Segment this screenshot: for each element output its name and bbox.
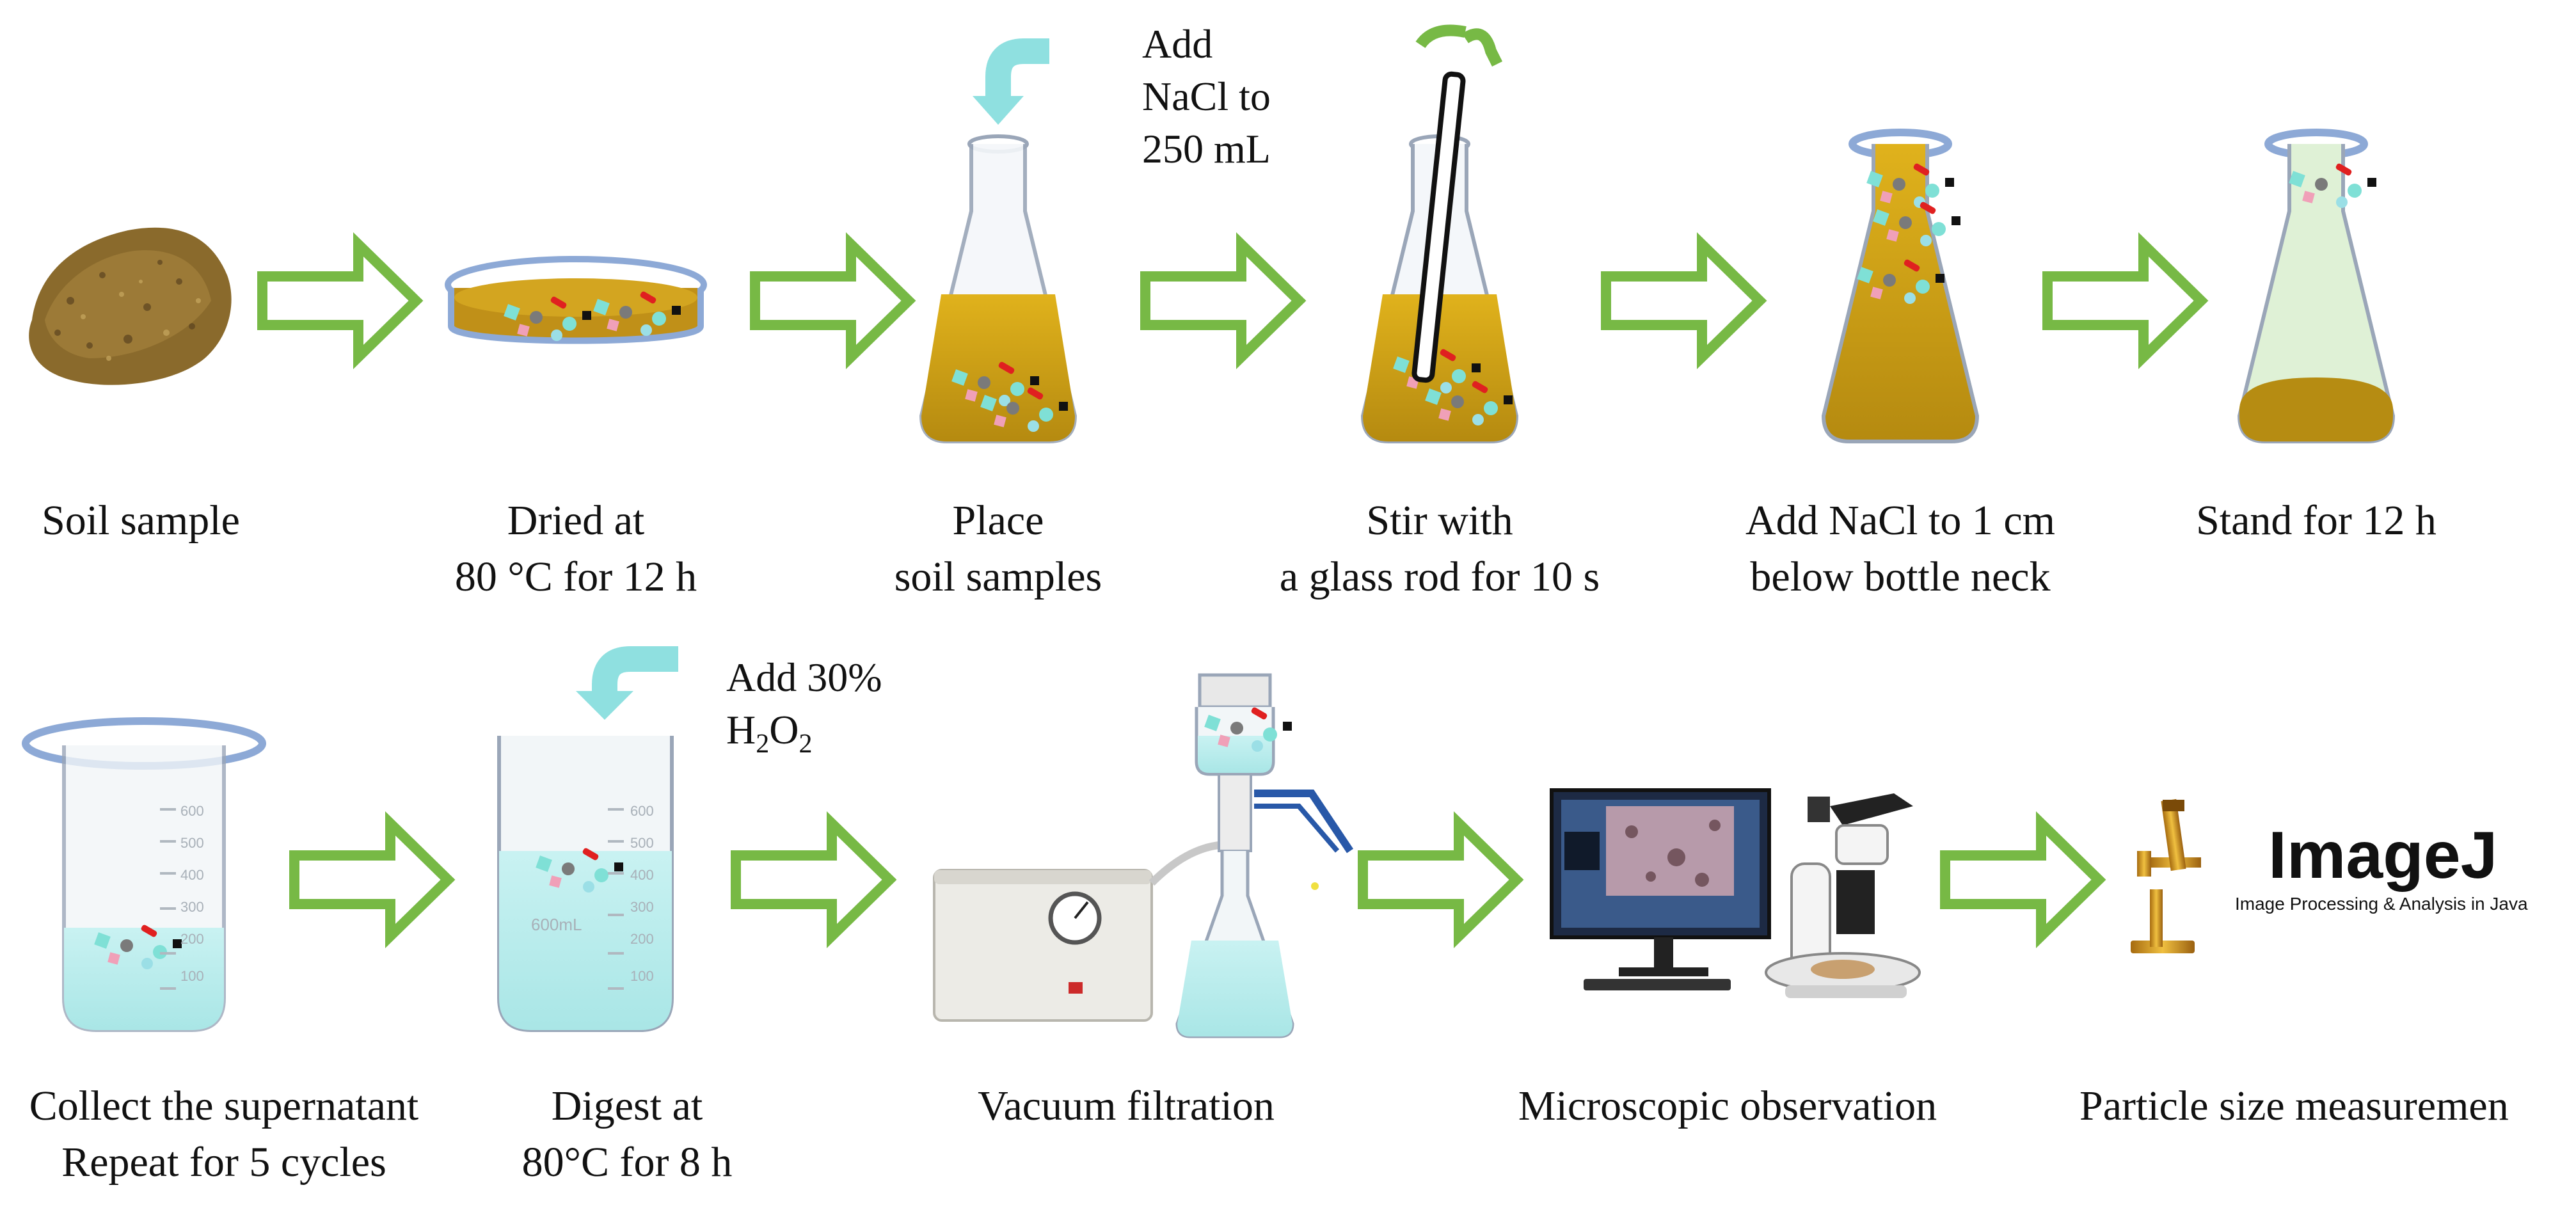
flow-arrow-7 bbox=[736, 823, 889, 936]
step-label-vacuum-filtration: Vacuum filtration bbox=[978, 1083, 1275, 1129]
microscope-computer-image bbox=[1550, 788, 1921, 998]
flow-arrow-9 bbox=[1945, 823, 2099, 936]
step-label-dried: Dried at 80 °C for 12 h bbox=[454, 497, 697, 600]
flow-arrow-6 bbox=[294, 823, 448, 936]
step-label-add-nacl-neck: Add NaCl to 1 cm below bottle neck bbox=[1745, 497, 2055, 600]
beaker-supernatant-image bbox=[22, 717, 266, 1032]
flow-arrow-1 bbox=[262, 244, 416, 357]
flow-arrow-8 bbox=[1363, 823, 1516, 936]
petri-dish-image bbox=[445, 256, 707, 344]
note-add-h2o2: Add 30% H2O2 bbox=[726, 651, 882, 770]
step-label-collect-supernatant: Collect the supernatant Repeat for 5 cyc… bbox=[29, 1083, 419, 1186]
step-label-digest: Digest at 80°C for 8 h bbox=[521, 1083, 733, 1186]
step-label-stand: Stand for 12 h bbox=[2196, 497, 2437, 544]
step-label-particle-size: Particle size measuremen bbox=[2079, 1083, 2509, 1129]
imagej-logo-subtitle: Image Processing & Analysis in Java bbox=[2235, 894, 2528, 914]
flask-stand-image bbox=[2237, 129, 2396, 443]
flow-arrow-3 bbox=[1145, 244, 1299, 357]
soil-pile-image bbox=[29, 227, 232, 385]
microscope-icon bbox=[2131, 798, 2201, 953]
flask-stir-image bbox=[1360, 24, 1519, 443]
flask-nacl-neck-image bbox=[1821, 129, 1980, 443]
flow-arrow-2 bbox=[755, 244, 909, 357]
beaker2-volume-label: 600mL bbox=[531, 915, 582, 934]
flow-arrow-4 bbox=[1606, 244, 1760, 357]
step-label-stir: Stir with a glass rod for 10 s bbox=[1279, 497, 1600, 600]
flow-arrow-5 bbox=[2047, 244, 2201, 357]
step-label-microscopic-observation: Microscopic observation bbox=[1518, 1083, 1937, 1129]
beaker2-graduations: 600 500 400 300 200 100 bbox=[630, 803, 654, 984]
beaker-digest-image bbox=[497, 646, 678, 1032]
flask-place-soil-image bbox=[919, 38, 1077, 443]
beaker1-graduations: 600 500 400 300 200 100 bbox=[180, 803, 204, 984]
h2o2-formula: H2O2 bbox=[726, 707, 813, 759]
note-add-nacl-250: Add NaCl to 250 mL bbox=[1142, 21, 1271, 171]
step-label-place-soil: Place soil samples bbox=[894, 497, 1102, 600]
vacuum-filtration-image bbox=[933, 673, 1353, 1038]
imagej-logo-title: ImageJ bbox=[2268, 818, 2498, 893]
step-label-soil-sample: Soil sample bbox=[42, 497, 240, 544]
